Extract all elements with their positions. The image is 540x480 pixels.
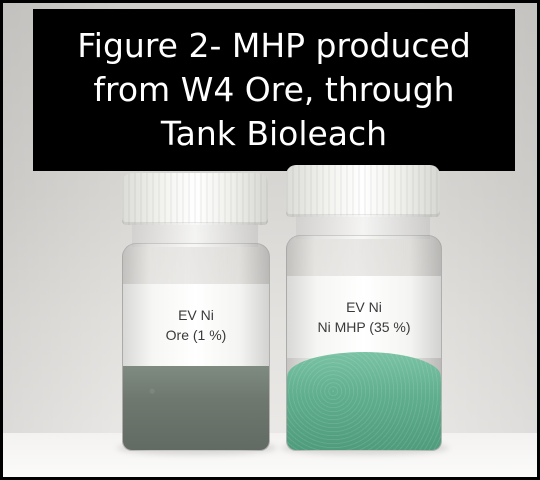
vial-cap [122, 173, 268, 225]
vial-label-line-2: Ore (1 %) [165, 327, 227, 343]
vial-label: EV Ni Ni MHP (35 %) [287, 276, 441, 358]
vial-glass: EV Ni Ni MHP (35 %) [286, 235, 442, 451]
vial-label-line-1: EV Ni [346, 299, 382, 315]
caption-line-2: from W4 Ore, through [93, 70, 455, 109]
mhp-powder [287, 352, 441, 450]
vial-cap [286, 165, 440, 217]
photo: Figure 2- MHP produced from W4 Ore, thro… [3, 3, 537, 477]
caption-line-3: Tank Bioleach [160, 114, 388, 153]
vial-label-line-1: EV Ni [178, 307, 214, 323]
vial-label: EV Ni Ore (1 %) [123, 284, 269, 366]
ore-powder [123, 366, 269, 450]
figure-caption-box: Figure 2- MHP produced from W4 Ore, thro… [33, 9, 515, 171]
vial-label-line-2: Ni MHP (35 %) [317, 319, 411, 335]
vial-ore: EV Ni Ore (1 %) [122, 173, 270, 451]
vial-glass: EV Ni Ore (1 %) [122, 243, 270, 451]
vial-mhp: EV Ni Ni MHP (35 %) [286, 165, 442, 451]
caption-line-1: Figure 2- MHP produced [77, 26, 471, 65]
table-surface [3, 433, 537, 477]
